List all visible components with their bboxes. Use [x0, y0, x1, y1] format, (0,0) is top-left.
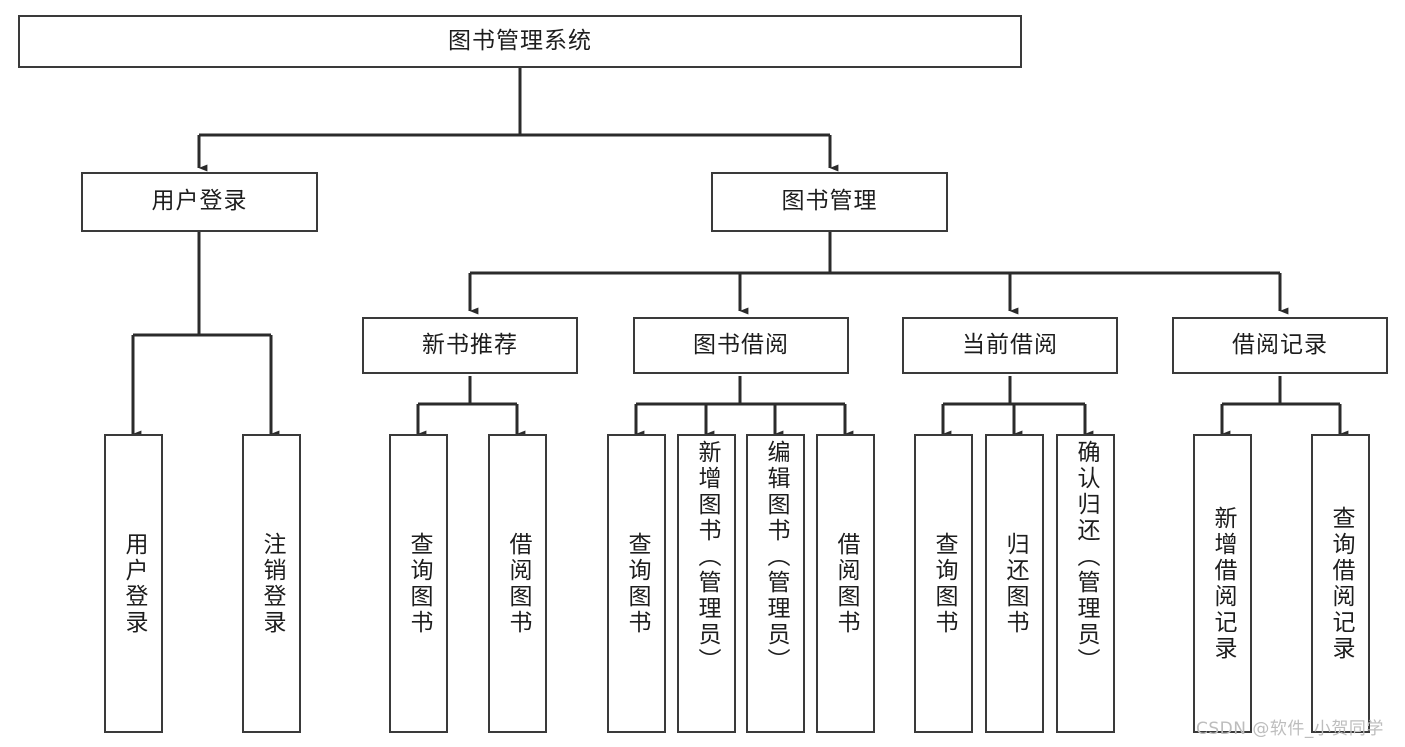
leaf-query-books-borrow[interactable]: 查询图书 [607, 434, 666, 733]
node-borrow-records[interactable]: 借阅记录 [1172, 317, 1388, 374]
leaf-logout[interactable]: 注销登录 [242, 434, 301, 733]
node-root[interactable]: 图书管理系统 [18, 15, 1022, 68]
node-book-borrow[interactable]: 图书借阅 [633, 317, 849, 374]
leaf-add-book-admin[interactable]: 新增图书（管理员） [677, 434, 736, 733]
leaf-query-borrow-record[interactable]: 查询借阅记录 [1311, 434, 1370, 733]
node-book-management[interactable]: 图书管理 [711, 172, 948, 232]
node-current-borrow[interactable]: 当前借阅 [902, 317, 1118, 374]
node-user-login[interactable]: 用户登录 [81, 172, 318, 232]
leaf-query-books-current[interactable]: 查询图书 [914, 434, 973, 733]
leaf-borrow-books-recommend[interactable]: 借阅图书 [488, 434, 547, 733]
leaf-confirm-return-admin[interactable]: 确认归还（管理员） [1056, 434, 1115, 733]
leaf-user-login[interactable]: 用户登录 [104, 434, 163, 733]
leaf-add-borrow-record[interactable]: 新增借阅记录 [1193, 434, 1252, 733]
leaf-query-books-recommend[interactable]: 查询图书 [389, 434, 448, 733]
node-new-book-recommend[interactable]: 新书推荐 [362, 317, 578, 374]
leaf-edit-book-admin[interactable]: 编辑图书（管理员） [746, 434, 805, 733]
csdn-watermark: CSDN @软件_小贺同学 [1196, 719, 1384, 739]
leaf-return-books[interactable]: 归还图书 [985, 434, 1044, 733]
leaf-borrow-books[interactable]: 借阅图书 [816, 434, 875, 733]
